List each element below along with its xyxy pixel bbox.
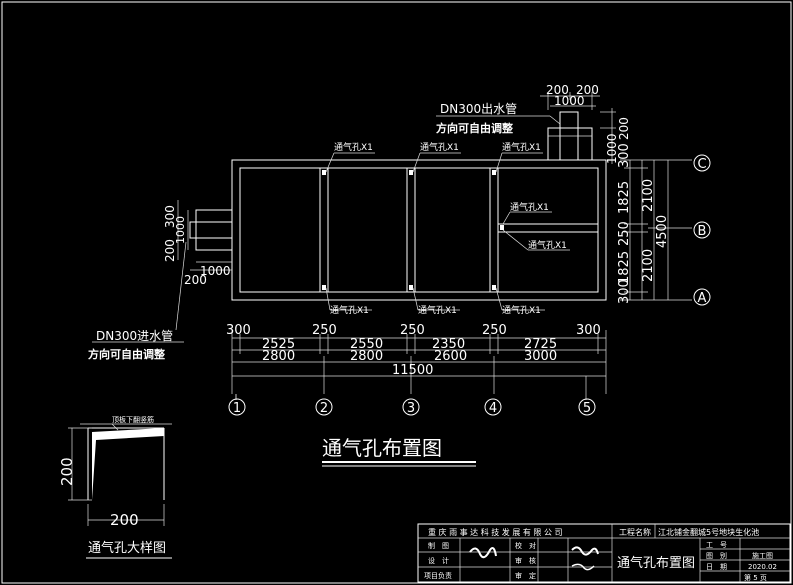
bottom-dimension-lines — [231, 330, 607, 400]
dim-total-11500: 11500 — [392, 363, 433, 378]
dim-b2-2350: 2350 — [432, 337, 465, 352]
dim-r-1825a: 1825 — [617, 181, 632, 214]
axis-1: 1 — [233, 401, 241, 416]
project-label: 工程名称 — [619, 527, 651, 537]
dim-r-1825b: 1825 — [617, 251, 632, 284]
axis-B: B — [698, 224, 707, 239]
dim-b1-250c: 250 — [482, 323, 507, 338]
dim-1000: 1000 — [554, 94, 585, 108]
company-name: 重 庆 雨 事 达 科 技 发 展 有 限 公 司 — [428, 527, 563, 537]
detail-width: 200 — [110, 511, 139, 529]
partition-walls — [319, 167, 599, 293]
inlet-pipe-note: 方向可自由调整 — [88, 347, 165, 361]
vent-label: 通气孔X1 — [334, 141, 373, 153]
dim-inlet-200-v: 200 — [163, 239, 177, 262]
tb-right-value-2: 施工图 — [752, 551, 773, 560]
vent-holes — [322, 170, 504, 290]
dim-b2-2550: 2550 — [350, 337, 383, 352]
tb-row-mid-1: 校 对 — [515, 541, 536, 550]
outlet-pipe — [547, 111, 593, 161]
tb-row-left-3: 项目负责 — [424, 571, 452, 580]
dim-200-b: 200 — [576, 83, 599, 97]
dim-r-250: 250 — [617, 221, 632, 246]
dim-b3-2800b: 2800 — [350, 349, 383, 364]
tank-outer-wall — [231, 159, 607, 301]
vent-leaders — [325, 152, 570, 311]
tb-right-label-1: 工 号 — [706, 541, 727, 549]
tb-right-label-4: 第 5 页 — [744, 573, 767, 582]
dim-b2-2725: 2725 — [524, 337, 557, 352]
tb-right-label-2: 图 别 — [706, 551, 727, 560]
dim-b1-250a: 250 — [312, 323, 337, 338]
signatures — [469, 546, 599, 571]
dim-b2-2525: 2525 — [262, 337, 295, 352]
vent-label: 通气孔X1 — [502, 304, 541, 316]
axis-A: A — [698, 291, 707, 306]
title-block — [417, 523, 791, 583]
inlet-pipe — [189, 209, 233, 251]
drawing-name: 通气孔布置图 — [617, 555, 695, 571]
tb-right-label-3: 日 期 — [706, 563, 727, 571]
vent-labels: 通气孔X1 通气孔X1 通气孔X1 通气孔X1 通气孔X1 通气孔X1 通气孔X… — [330, 141, 567, 316]
axis-bubbles-horizontal — [693, 154, 711, 306]
vent-label: 通气孔X1 — [510, 201, 549, 213]
dim-inlet-1000-h: 1000 — [200, 264, 231, 278]
outlet-pipe-note: 方向可自由调整 — [436, 121, 513, 135]
detail-note: 顶板下翻竖筋 — [112, 415, 154, 424]
dim-b1-300b: 300 — [576, 323, 601, 338]
inlet-pipe-label: DN300进水管 — [96, 328, 173, 343]
tb-row-left-2: 设 计 — [428, 556, 449, 565]
dim-200-a: 200 — [546, 83, 569, 97]
bottom-dimension-texts: 300 250 250 250 300 2525 2550 2350 2725 … — [226, 323, 601, 378]
dim-b3-2600: 2600 — [434, 349, 467, 364]
detail-title: 通气孔大样图 — [88, 540, 166, 556]
vent-label: 通气孔X1 — [330, 304, 369, 316]
dim-r-300b: 300 — [617, 279, 632, 304]
tb-right-value-3: 2020.02 — [748, 563, 777, 571]
main-title: 通气孔布置图 — [322, 436, 442, 460]
tb-row-mid-3: 审 定 — [515, 571, 536, 580]
tank-inner-wall — [239, 167, 599, 293]
outlet-dimensions — [540, 92, 616, 164]
dim-outlet-200: 200 — [617, 117, 631, 140]
dim-r-2100b: 2100 — [641, 249, 656, 282]
vent-detail-drawing — [68, 423, 172, 526]
vent-label: 通气孔X1 — [502, 141, 541, 153]
tb-row-mid-2: 审 核 — [515, 556, 536, 565]
axis-bubbles-vertical — [228, 394, 596, 416]
axis-5: 5 — [583, 401, 591, 416]
vent-label: 通气孔X1 — [528, 239, 567, 251]
dim-b1-250b: 250 — [400, 323, 425, 338]
axis-4: 4 — [489, 401, 497, 416]
dim-r-2100a: 2100 — [641, 179, 656, 212]
detail-height: 200 — [58, 457, 76, 486]
axis-3: 3 — [407, 401, 415, 416]
dim-inlet-1000-v: 1000 — [174, 216, 187, 244]
dim-b3-2800a: 2800 — [262, 349, 295, 364]
dim-r-300a: 300 — [617, 143, 632, 168]
dim-inlet-200-h: 200 — [184, 273, 207, 287]
inlet-dimensions — [177, 200, 232, 271]
axis-2: 2 — [320, 401, 328, 416]
dim-b3-3000: 3000 — [524, 349, 557, 364]
project-name: 江北铺金翻城5号地块生化池 — [658, 527, 759, 537]
vent-label: 通气孔X1 — [418, 304, 457, 316]
right-dimension-lines — [620, 159, 692, 301]
dim-b1-300: 300 — [226, 323, 251, 338]
dim-outlet-1000: 1000 — [605, 133, 619, 164]
dim-inlet-300: 300 — [163, 205, 177, 228]
dim-r-4500: 4500 — [655, 215, 670, 248]
outlet-pipe-label: DN300出水管 — [440, 101, 517, 116]
tb-row-left-1: 制 图 — [428, 541, 449, 550]
vent-label: 通气孔X1 — [420, 141, 459, 153]
axis-C: C — [697, 157, 706, 172]
